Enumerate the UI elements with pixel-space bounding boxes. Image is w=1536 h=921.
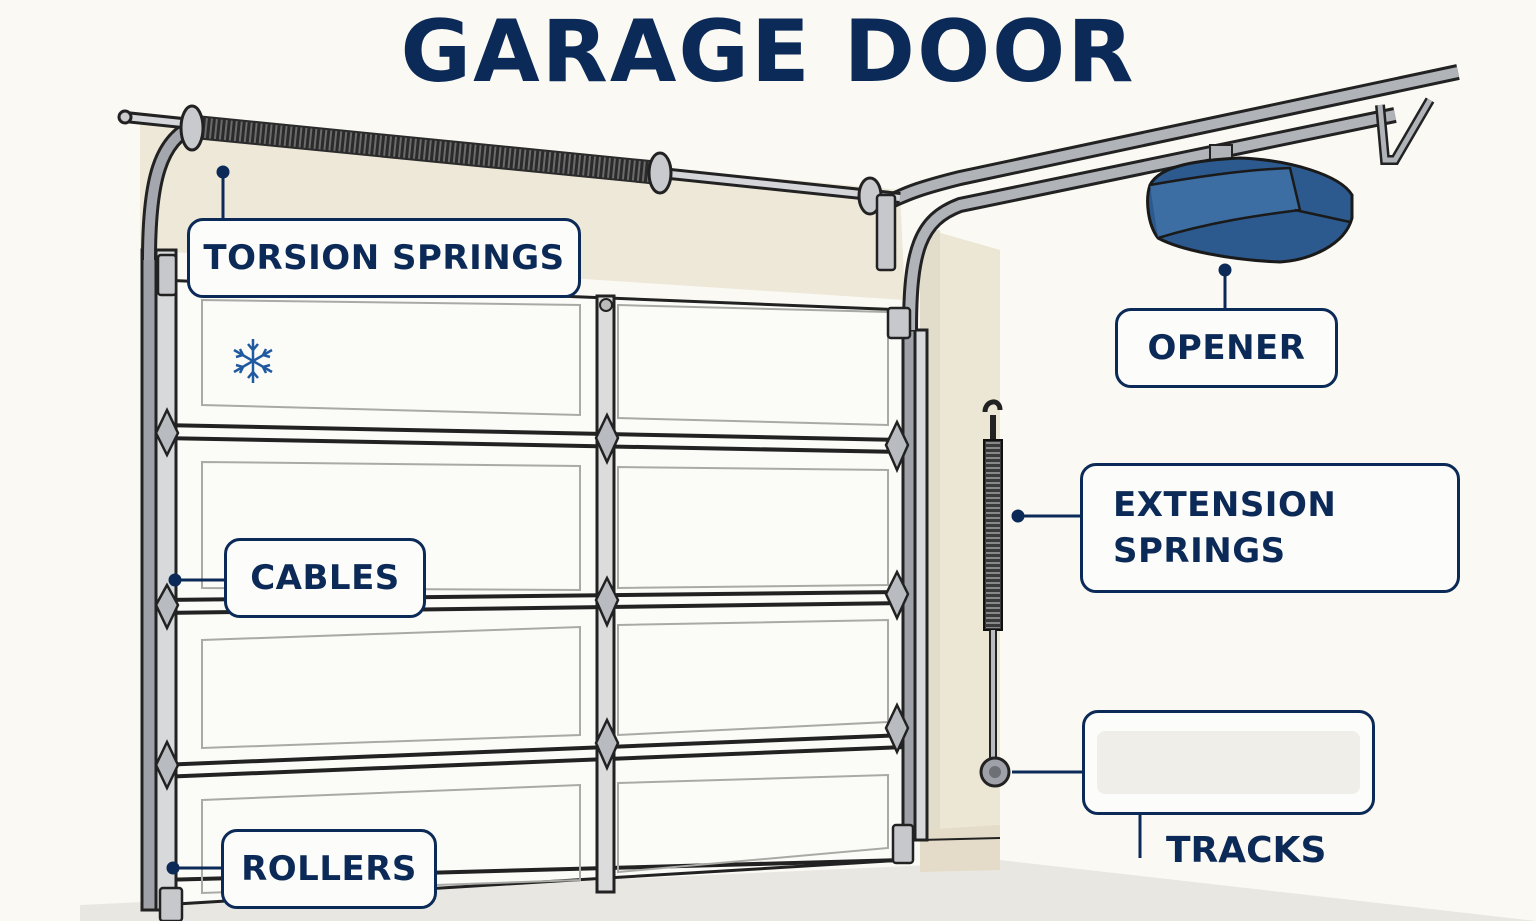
diagram-title: GARAGE DOOR [400,2,1136,102]
torsion-spring [193,115,662,185]
snowflake-icon [233,339,273,383]
label-extension-springs: EXTENSION SPRINGS [1080,463,1460,593]
hinges [154,407,910,791]
side-pillar [930,230,1000,900]
label-torsion-springs: TORSION SPRINGS [187,218,581,298]
label-tracks: TRACKS [1166,830,1327,871]
label-opener: OPENER [1115,308,1338,388]
label-rollers: ROLLERS [221,829,437,909]
label-tracks-box [1082,710,1375,815]
floor [80,860,1536,921]
left-track [140,248,158,912]
leader-lines [166,165,1232,875]
label-cables: CABLES [224,538,426,618]
empty-placeholder-bar [1097,731,1360,794]
